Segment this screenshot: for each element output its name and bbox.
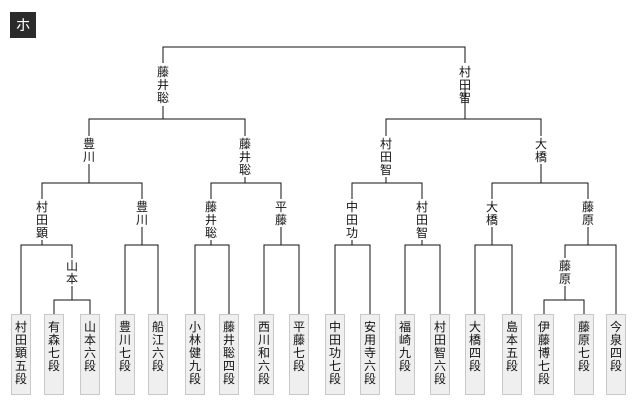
player-box-17: 藤原七段	[574, 314, 594, 395]
semifinal-name-1: 豊川	[82, 137, 95, 164]
final-name-right: 村田智	[458, 65, 471, 105]
qf-name-8: 藤原	[581, 200, 594, 227]
player-box-9: 平藤七段	[289, 314, 309, 395]
qf-name-1: 村田顕	[35, 200, 48, 240]
player-box-5: 船江六段	[148, 314, 168, 395]
qf-connector-1	[41, 182, 143, 199]
r16-connector-5	[334, 244, 371, 314]
prelim-connector-2	[543, 299, 585, 314]
r16-connector-1	[20, 244, 73, 314]
player-box-8: 西川和六段	[254, 314, 274, 395]
group-badge: ホ	[10, 12, 36, 38]
player-box-7: 藤井聡四段	[219, 314, 239, 395]
player-box-14: 大橋四段	[465, 314, 485, 395]
player-box-11: 安用寺六段	[360, 314, 380, 395]
final-connector	[162, 46, 466, 63]
player-box-12: 福崎九段	[395, 314, 415, 395]
semifinal-connector-right	[385, 118, 542, 136]
qf-name-4: 平藤	[274, 200, 287, 227]
qf-connector-3	[351, 182, 423, 199]
qf-connector-4	[491, 182, 589, 199]
player-box-18: 今泉四段	[606, 314, 626, 395]
semifinal-name-2: 藤井聡	[238, 137, 251, 177]
r16-connector-3	[194, 244, 230, 314]
qf-name-7: 大橋	[485, 200, 498, 227]
r16-connector-4	[263, 244, 300, 314]
player-box-2: 有森七段	[44, 314, 64, 395]
player-box-1: 村田顕五段	[11, 314, 31, 395]
qf-name-2: 豊川	[135, 200, 148, 227]
semifinal-name-4: 大橋	[534, 137, 547, 164]
player-box-6: 小林健九段	[185, 314, 205, 395]
r16-connector-7	[474, 244, 513, 314]
player-box-10: 中田功七段	[325, 314, 345, 395]
qf-name-5: 中田功	[345, 200, 358, 240]
player-box-3: 山本六段	[80, 314, 100, 395]
semifinal-connector-left	[88, 118, 246, 136]
qf-name-3: 藤井聡	[204, 200, 217, 240]
r16-connector-2	[124, 244, 159, 314]
qf-connector-2	[210, 182, 282, 199]
player-box-15: 島本五段	[502, 314, 522, 395]
prelim-connector-1	[53, 299, 91, 314]
r16-name-yamamoto: 山本	[65, 259, 78, 286]
final-name-left: 藤井聡	[156, 65, 169, 105]
qf-name-6: 村田智	[415, 200, 428, 240]
player-box-4: 豊川七段	[115, 314, 135, 395]
r16-connector-6	[404, 244, 441, 314]
r16-connector-8	[564, 244, 617, 314]
player-box-13: 村田智六段	[430, 314, 450, 395]
r16-name-fujiwara: 藤原	[558, 259, 571, 286]
player-box-16: 伊藤博七段	[534, 314, 554, 395]
semifinal-name-3: 村田智	[379, 137, 392, 177]
